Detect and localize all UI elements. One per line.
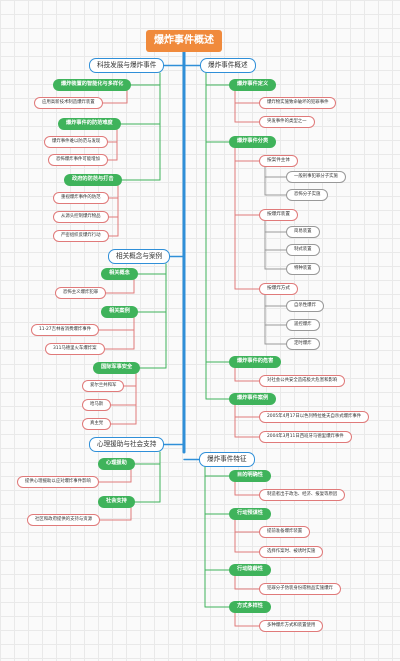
leaf-item[interactable]: 特种装置 bbox=[286, 263, 320, 275]
leaf-item[interactable]: 从源头控制爆炸物品 bbox=[53, 211, 109, 223]
leaf-item[interactable]: 简易装置 bbox=[286, 226, 320, 238]
group-related-cases[interactable]: 相关案例 bbox=[101, 306, 138, 318]
leaf-item[interactable]: 2005年4月17日以色列特拉维夫自杀式爆炸事件 bbox=[259, 411, 370, 423]
branch-psych-support[interactable]: 心理援助与社会支持 bbox=[89, 437, 165, 452]
leaf-item[interactable]: 爱尔兰共和军 bbox=[82, 380, 125, 392]
leaf-item[interactable]: 对社会公共安全造成极大危害和影响 bbox=[259, 375, 346, 387]
leaf-item[interactable]: 制造者出于政治、经济、报复等原因 bbox=[259, 489, 346, 501]
group-purpose[interactable]: 目的明确性 bbox=[229, 470, 271, 482]
leaf-item[interactable]: 应用高新技术制造爆炸装置 bbox=[34, 97, 103, 109]
leaf-item[interactable]: 定时爆炸 bbox=[286, 338, 320, 350]
sub-by-device[interactable]: 按爆炸装置 bbox=[259, 209, 298, 221]
leaf-item[interactable]: 多种爆炸方式和装置使用 bbox=[259, 620, 324, 632]
leaf-item[interactable]: 爆炸物实施致命破坏的犯罪事件 bbox=[259, 97, 337, 109]
branch-overview[interactable]: 爆炸事件概述 bbox=[200, 58, 256, 73]
leaf-item[interactable]: 恐怖爆炸事件可能增加 bbox=[48, 154, 108, 166]
leaf-item[interactable]: 2004年3月11日西班牙马德里爆炸事件 bbox=[259, 431, 352, 443]
branch-tech-development[interactable]: 科技发展与爆炸事件 bbox=[89, 58, 165, 73]
leaf-item[interactable]: 爆炸事件难以防范与发现 bbox=[44, 136, 109, 148]
leaf-item[interactable]: 自杀性爆炸 bbox=[286, 300, 324, 312]
group-definition[interactable]: 爆炸事件定义 bbox=[229, 79, 277, 91]
group-device-intelligence[interactable]: 爆炸装置的智能化与多样化 bbox=[53, 79, 132, 91]
group-social-support[interactable]: 社会支持 bbox=[98, 496, 135, 508]
leaf-item[interactable]: 11·27吉林省消费爆炸事件 bbox=[31, 324, 100, 336]
leaf-item[interactable]: 社区和政府提供的支持与资源 bbox=[27, 514, 101, 526]
group-classification[interactable]: 爆炸事件分类 bbox=[229, 136, 277, 148]
leaf-item[interactable]: 哈马斯 bbox=[82, 399, 112, 411]
leaf-item[interactable]: 提供心理援助以应对爆炸事件影响 bbox=[17, 476, 99, 488]
leaf-item[interactable]: 突发事件的类型之一 bbox=[259, 116, 315, 128]
sub-by-subject[interactable]: 按案件主体 bbox=[259, 155, 298, 167]
group-cases[interactable]: 爆炸事件案例 bbox=[229, 393, 277, 405]
leaf-item[interactable]: 制式装置 bbox=[286, 244, 320, 256]
group-concealment[interactable]: 行动隐蔽性 bbox=[229, 564, 271, 576]
sub-by-method[interactable]: 按爆炸方式 bbox=[259, 283, 298, 295]
leaf-item[interactable]: 提前准备爆炸装置 bbox=[259, 526, 311, 538]
leaf-item[interactable]: 选择作案时、被诱时实施 bbox=[259, 546, 324, 558]
branch-concepts-cases[interactable]: 相关概念与案例 bbox=[108, 249, 171, 264]
branch-characteristics[interactable]: 爆炸事件特征 bbox=[199, 452, 255, 467]
leaf-item[interactable]: 遥控爆炸 bbox=[286, 319, 320, 331]
leaf-item[interactable]: 真主党 bbox=[82, 418, 112, 430]
leaf-item[interactable]: 重视爆炸事件的防范 bbox=[53, 192, 109, 204]
group-premeditation[interactable]: 行动预谋性 bbox=[229, 508, 271, 520]
root-node[interactable]: 爆炸事件概述 bbox=[146, 30, 222, 52]
group-international-security[interactable]: 国际军事安全 bbox=[93, 362, 141, 374]
group-government-response[interactable]: 政府的防范与打击 bbox=[64, 174, 122, 186]
group-prevention-difficulty[interactable]: 爆炸事件的防范难度 bbox=[58, 118, 121, 130]
group-psych-aid[interactable]: 心理援助 bbox=[98, 458, 135, 470]
group-related-concepts[interactable]: 相关概念 bbox=[101, 268, 138, 280]
group-diversity[interactable]: 方式多样性 bbox=[229, 601, 271, 613]
group-harm[interactable]: 爆炸事件的危害 bbox=[229, 356, 282, 368]
leaf-item[interactable]: 恐怖主义爆炸犯罪 bbox=[55, 287, 107, 299]
leaf-item[interactable]: 严密组织反爆炸行动 bbox=[53, 230, 109, 242]
leaf-item[interactable]: 一般刑事犯罪分子实施 bbox=[286, 171, 346, 183]
leaf-item[interactable]: 311马德里火车爆炸案 bbox=[45, 343, 105, 355]
leaf-item[interactable]: 犯罪分子伪装身份或物品实施爆炸 bbox=[259, 583, 341, 595]
leaf-item[interactable]: 恐怖分子实施 bbox=[286, 189, 329, 201]
